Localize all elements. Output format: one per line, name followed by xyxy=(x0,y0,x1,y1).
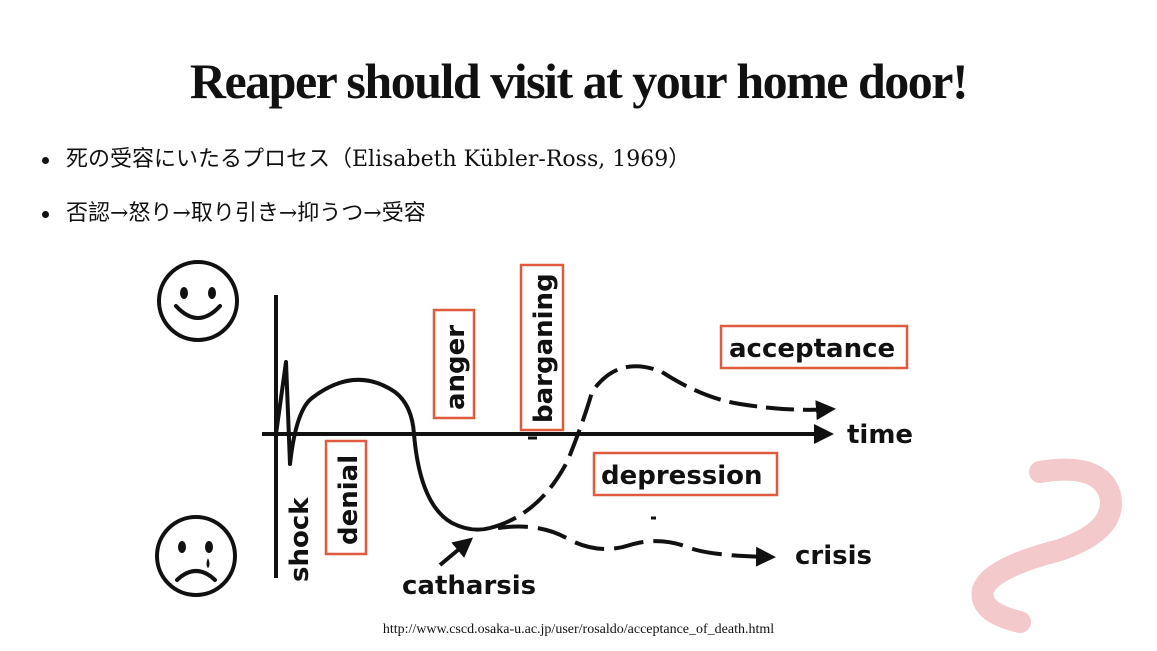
label-crisis: crisis xyxy=(795,541,872,571)
bullet-dot xyxy=(42,211,49,218)
label-catharsis: catharsis xyxy=(402,571,536,601)
decorative-squiggle xyxy=(971,458,1122,633)
grief-curve-acceptance xyxy=(489,364,836,530)
box-anger xyxy=(432,308,476,420)
bullet-dot xyxy=(42,157,49,164)
label-time: time xyxy=(847,420,913,450)
grief-curve-crisis xyxy=(497,524,776,567)
sad-face-icon xyxy=(155,515,237,597)
label-denial: denial xyxy=(334,455,364,545)
bullet-item: 否認→怒り→取り引き→抑うつ→受容 xyxy=(40,196,690,250)
label-barganing: barganing xyxy=(529,273,559,423)
bullet-text: 否認→怒り→取り引き→抑うつ→受容 xyxy=(66,201,426,226)
catharsis-arrow xyxy=(438,537,474,567)
bullet-list: 死の受容にいたるプロセス（Elisabeth Kübler-Ross, 1969… xyxy=(40,142,690,250)
source-url[interactable]: http://www.cscd.osaka-u.ac.jp/user/rosal… xyxy=(382,622,775,637)
box-barganing xyxy=(519,263,565,432)
bullet-text: 死の受容にいたるプロセス（Elisabeth Kübler-Ross, 1969… xyxy=(66,147,691,172)
label-acceptance: acceptance xyxy=(729,334,895,364)
label-depression: depression xyxy=(601,461,763,491)
box-denial xyxy=(324,439,368,556)
bullet-item: 死の受容にいたるプロセス（Elisabeth Kübler-Ross, 1969… xyxy=(40,142,690,196)
happy-face-icon xyxy=(157,260,239,342)
label-anger: anger xyxy=(441,325,471,410)
grief-curve-solid xyxy=(274,360,491,532)
slide-title: Reaper should visit at your home door! xyxy=(189,53,969,109)
label-shock: shock xyxy=(285,497,315,582)
box-depression xyxy=(592,451,779,497)
box-acceptance xyxy=(719,324,909,370)
